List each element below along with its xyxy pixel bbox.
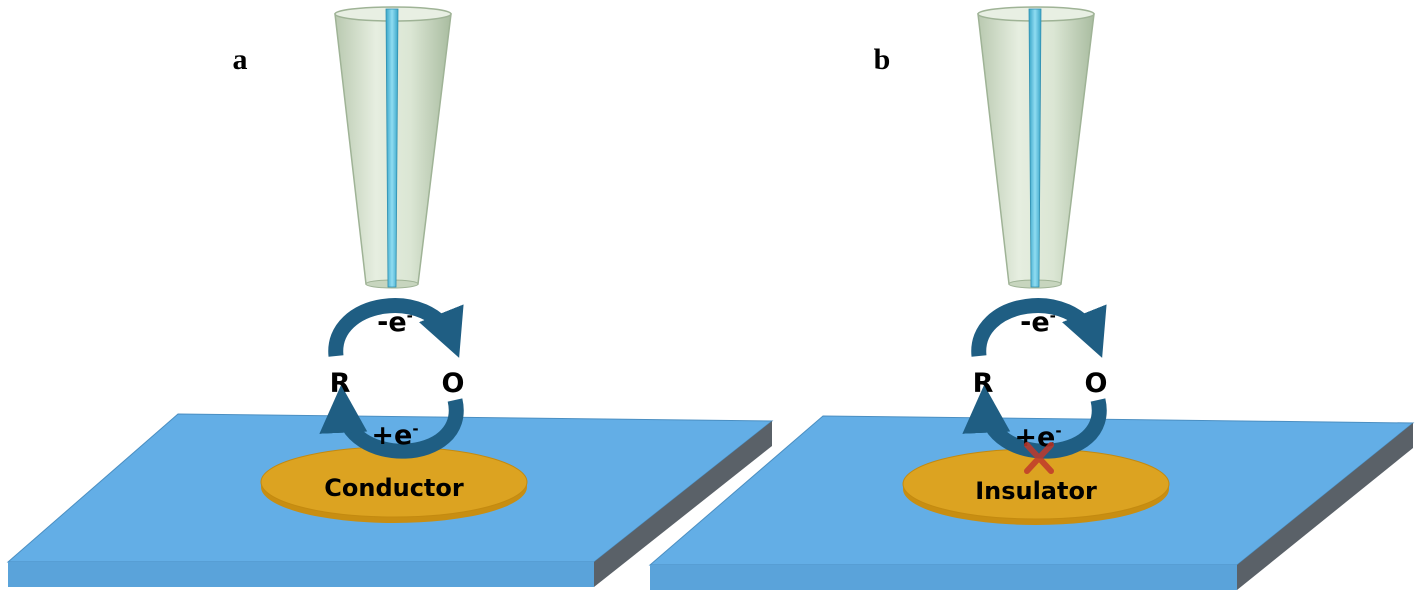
substrate-side-a [594,421,772,587]
oxidation-label-b: -e- [1020,307,1056,338]
substrate-front-a [8,562,594,587]
sample-label-b: Insulator [975,477,1097,505]
panel-letter-b: b [874,43,891,76]
substrate-side-b [1237,423,1413,590]
reduction-arrow-a [319,384,464,459]
reduction-label-b: +e- [1014,422,1061,453]
oxidation-arrow-b [971,298,1107,358]
oxidation-label-a: -e- [377,307,413,338]
redox-cycle-b: -e- +e- R O [962,298,1108,474]
oxidized-species-a: O [442,368,465,399]
sample-disk-a: Conductor [260,446,528,523]
tip-channel-a [385,8,399,288]
oxidation-arrow-a [328,298,464,358]
panel-b: Insulator -e- +e- R O b [648,6,1415,590]
oxidized-species-b: O [1085,368,1108,399]
tip-channel-b [1028,8,1042,288]
reduced-species-b: R [973,368,994,399]
reduction-label-a: +e- [371,420,418,451]
blocked-cross-icon [1024,442,1054,474]
panel-a: Conductor -e- +e- R O a [6,6,774,587]
sample-disk-b: Insulator [902,448,1170,525]
redox-cycle-a: -e- +e- R O [319,298,465,459]
reduced-species-a: R [330,368,351,399]
pipette-tip-a [334,6,452,289]
pipette-tip-b [977,6,1095,289]
sample-label-a: Conductor [324,474,464,502]
substrate-front-b [650,565,1237,590]
panel-letter-a: a [233,43,248,76]
